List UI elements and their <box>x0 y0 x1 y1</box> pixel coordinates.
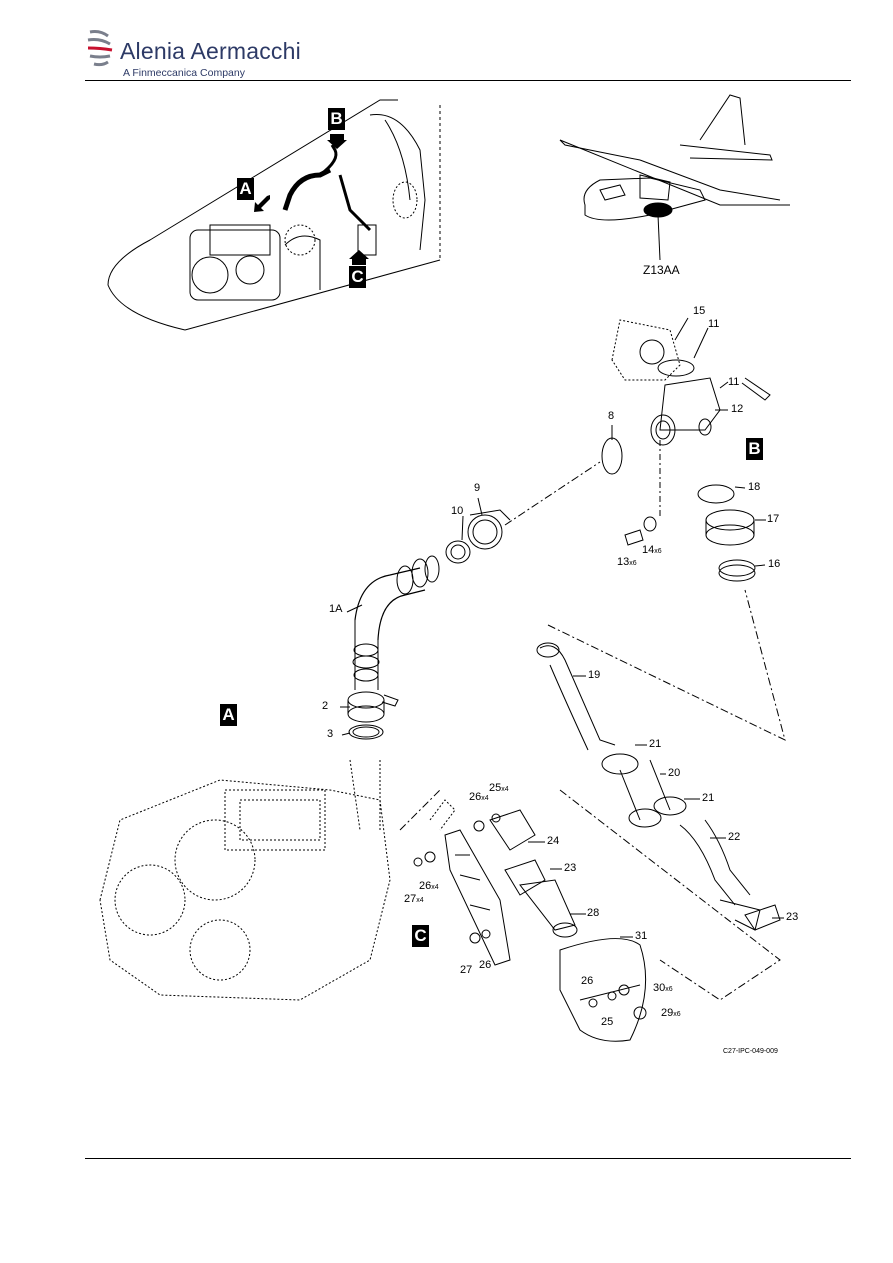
callout-2: 2 <box>322 700 329 712</box>
callout-9: 9 <box>474 482 481 494</box>
callout-26-a: 26x4 <box>469 791 489 803</box>
company-name: Alenia Aermacchi <box>120 38 301 64</box>
callout-11-b: 11 <box>728 376 740 388</box>
callout-3: 3 <box>327 728 334 740</box>
logo-swoosh-icon <box>87 30 113 67</box>
callout-22: 22 <box>728 831 741 843</box>
callout-25-a: 25x4 <box>489 782 509 794</box>
view-tag-a-upper: A <box>237 178 254 200</box>
view-tag-a: A <box>220 704 237 726</box>
company-logo <box>86 26 122 76</box>
footer-rule <box>85 1158 851 1159</box>
callout-8: 8 <box>608 410 615 422</box>
view-tag-b: B <box>746 438 763 460</box>
callout-25-b: 25 <box>601 1016 614 1028</box>
callout-26-d: 26 <box>581 975 594 987</box>
header-rule <box>85 80 851 81</box>
arrow-up-icon <box>349 250 369 265</box>
callout-28: 28 <box>587 907 600 919</box>
callout-11-a: 11 <box>708 318 720 330</box>
callout-31: 31 <box>635 930 648 942</box>
callout-29: 29x6 <box>661 1007 681 1019</box>
company-tagline: A Finmeccanica Company <box>123 67 245 79</box>
callout-19: 19 <box>588 669 601 681</box>
callout-26-c: 26 <box>479 959 492 971</box>
view-tag-c: C <box>412 925 429 947</box>
aircraft-illustration <box>559 94 790 221</box>
view-tag-b-upper: B <box>328 108 345 130</box>
callout-26-b: 26x4 <box>419 880 439 892</box>
callout-20: 20 <box>668 767 681 779</box>
callout-10: 10 <box>451 505 464 517</box>
view-tag-c-upper: C <box>349 266 366 288</box>
callout-23-b: 23 <box>786 911 799 923</box>
callout-18: 18 <box>748 481 761 493</box>
callout-24: 24 <box>547 835 560 847</box>
location-label: Z13AA <box>643 263 680 277</box>
callout-14: 14x6 <box>642 544 662 556</box>
callout-30: 30x6 <box>653 982 673 994</box>
arrow-down-icon <box>327 134 347 149</box>
callout-15: 15 <box>693 305 706 317</box>
nose-section-illustration <box>107 99 441 331</box>
callout-21-a: 21 <box>649 738 662 750</box>
callout-13: 13x6 <box>617 556 637 568</box>
callout-16: 16 <box>768 558 781 570</box>
callout-1A: 1A <box>329 603 343 615</box>
arrow-diagonal-icon <box>254 195 270 212</box>
callout-17: 17 <box>767 513 780 525</box>
callout-12: 12 <box>731 403 744 415</box>
callout-27-a: 27x4 <box>404 893 424 905</box>
engine-illustration <box>99 759 391 1001</box>
callout-27-b: 27 <box>460 964 473 976</box>
callout-21-b: 21 <box>702 792 715 804</box>
callout-23-a: 23 <box>564 862 577 874</box>
figure-reference: C27-IPC-049-009 <box>723 1048 778 1055</box>
